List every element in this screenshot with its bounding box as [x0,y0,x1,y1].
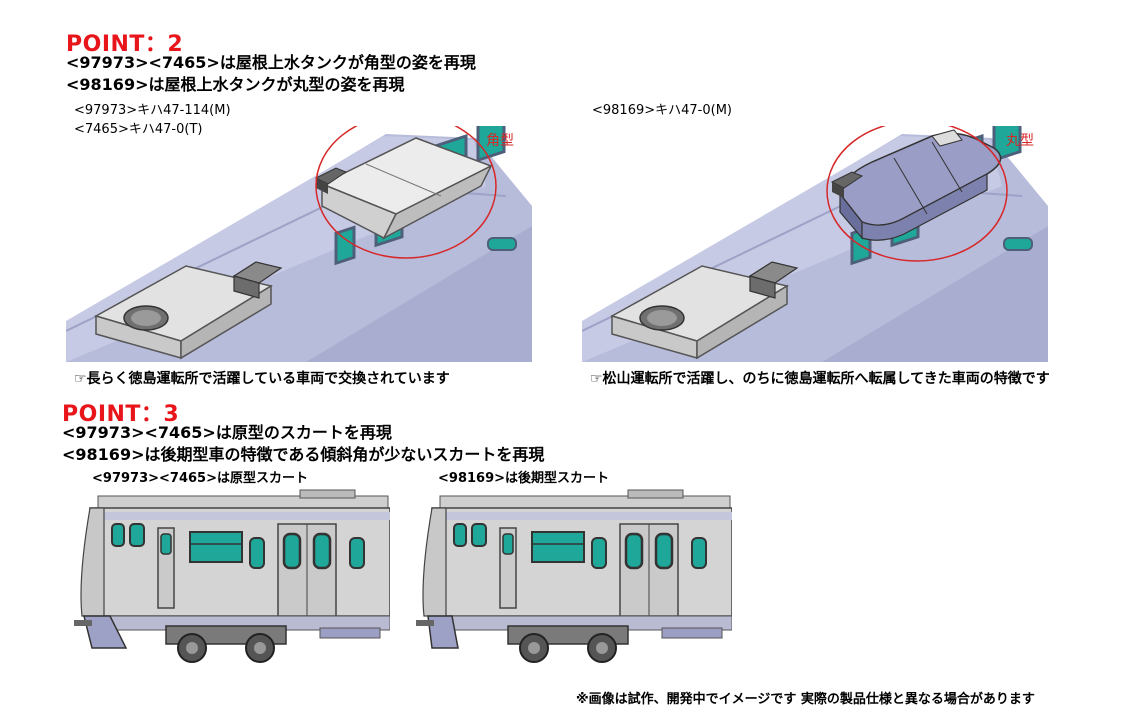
point3-title: POINT：3 [62,402,180,427]
round-tank-label: 丸型 [1006,133,1034,149]
point2-line1: <97973><7465>は屋根上水タンクが角型の姿を再現 [66,53,476,72]
point3-line2: <98169>は後期型車の特徴である傾斜角が少ないスカートを再現 [62,445,545,464]
point2-left-caption-2: <7465>キハ47-0(T) [74,122,203,137]
point2-title: POINT：2 [66,32,184,57]
point2-right-caption: <98169>キハ47-0(M) [592,103,733,118]
roof-image-square-tank [66,126,532,362]
train-image-original-skirt [74,489,390,663]
point3-line1: <97973><7465>は原型のスカートを再現 [62,423,392,442]
point3-left-caption: <97973><7465>は原型スカート [92,471,308,486]
train-image-later-skirt [416,489,732,663]
point2-left-note: ☞長らく徳島運転所で活躍している車両で交換されています [74,371,450,387]
point2-right-note: ☞松山運転所で活躍し、のちに徳島運転所へ転属してきた車両の特徴です [590,371,1050,387]
disclaimer-text: ※画像は試作、開発中でイメージです 実際の製品仕様と異なる場合があります [576,692,1035,707]
square-tank-label: 角型 [486,133,514,149]
point3-right-caption: <98169>は後期型スカート [438,471,610,486]
roof-image-round-tank [582,126,1048,362]
point2-left-caption-1: <97973>キハ47-114(M) [74,103,231,118]
point2-line2: <98169>は屋根上水タンクが丸型の姿を再現 [66,75,405,94]
